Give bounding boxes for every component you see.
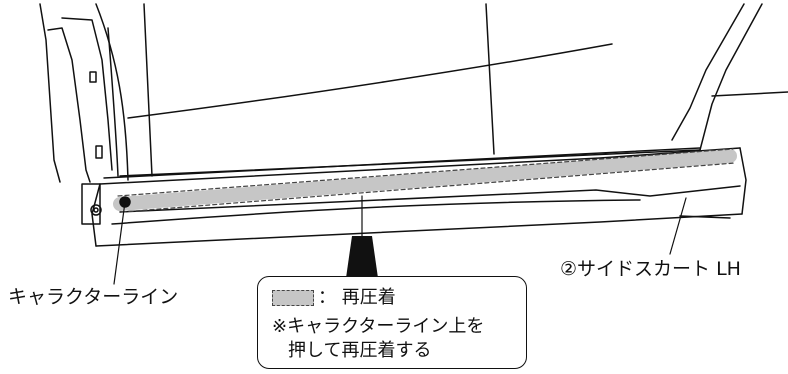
door-shutline-front: [143, 3, 153, 177]
pillar-curve: [95, 3, 129, 181]
door-shutline-rear: [485, 3, 495, 155]
skirt-underside: [679, 215, 731, 219]
re-press-swatch: [272, 290, 314, 306]
clip-mount-inner: [93, 207, 99, 213]
skirt-top: [99, 147, 741, 185]
rear-quarter-inner: [671, 3, 745, 141]
window-beltline: [127, 43, 613, 119]
side-skirt-label: ②サイドスカート LH: [560, 258, 741, 280]
fender-outline: [39, 3, 61, 183]
door-front-edge: [107, 27, 119, 177]
callout-pointer: [346, 236, 378, 278]
note-line-1: ※キャラクターライン上を: [272, 316, 485, 337]
legend-text: ： 再圧着: [318, 287, 396, 308]
rear-bumper-top: [711, 91, 788, 97]
fender-inner: [47, 27, 91, 183]
skirt-upper-edge: [103, 147, 701, 179]
re-press-band: [113, 149, 737, 211]
rear-quarter-edge: [699, 3, 763, 151]
pillar-edge: [61, 17, 113, 171]
skirt-rear-end: [739, 147, 747, 215]
callout-box: ： 再圧着 ※キャラクターライン上を 押して再圧着する: [257, 276, 527, 369]
hinge-slot-1: [89, 71, 97, 83]
character-line-label: キャラクターライン: [8, 286, 179, 308]
hinge-slot-2: [95, 145, 103, 159]
clip-mount: [90, 204, 102, 216]
re-press-band-outline-top: [117, 148, 734, 197]
leader-character-line: [113, 201, 126, 285]
note-line-2: 押して再圧着する: [288, 340, 432, 361]
leader-side-skirt: [669, 197, 687, 255]
front-bracket: [81, 183, 101, 225]
legend-row: ： 再圧着: [272, 287, 396, 309]
skirt-lower-crease: [119, 185, 741, 213]
skirt-mid-crease: [111, 199, 641, 225]
re-press-band-outline-bottom: [121, 162, 736, 213]
